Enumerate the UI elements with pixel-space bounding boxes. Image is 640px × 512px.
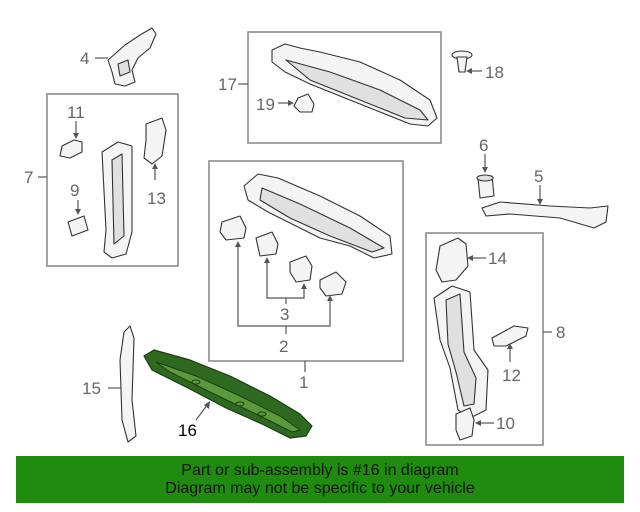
callout-16: 16 <box>178 421 197 440</box>
callout-19: 19 <box>256 95 275 114</box>
part-6-stop[interactable] <box>476 174 495 199</box>
callout-8: 8 <box>556 323 565 342</box>
callout-5: 5 <box>534 167 543 186</box>
part-3-bracket-c[interactable] <box>319 271 347 297</box>
callout-12: 12 <box>502 366 521 385</box>
part-3-bracket-a[interactable] <box>255 231 279 257</box>
part-10-bracket[interactable] <box>455 407 475 441</box>
callout-17: 17 <box>218 75 237 94</box>
part-16-lower-support-highlighted[interactable] <box>143 349 313 439</box>
part-11-bracket[interactable] <box>59 139 83 159</box>
part-14-bracket[interactable] <box>435 237 469 283</box>
callout-1: 1 <box>299 373 308 392</box>
callout-2: 2 <box>279 337 288 356</box>
parts-diagram: 4 17 19 18 11 13 7 9 <box>24 27 609 446</box>
part-1-upper-support[interactable] <box>243 173 393 259</box>
callout-11: 11 <box>67 103 85 122</box>
part-13-bracket[interactable] <box>143 117 167 165</box>
callout-3: 3 <box>280 305 289 324</box>
callout-15: 15 <box>82 379 101 398</box>
part-3-bracket-b[interactable] <box>289 255 313 283</box>
part-9-pad[interactable] <box>67 215 89 237</box>
part-18-push-pin[interactable] <box>451 50 473 73</box>
highlight-banner: Part or sub-assembly is #16 in diagram D… <box>16 456 624 503</box>
callout-18: 18 <box>485 63 504 82</box>
part-4-bracket[interactable] <box>107 27 157 87</box>
part-5-lock-support[interactable] <box>481 201 609 229</box>
callout-9: 9 <box>70 181 79 200</box>
part-15-brace[interactable] <box>119 325 137 443</box>
callout-13: 13 <box>147 189 166 208</box>
banner-line-2: Diagram may not be specific to your vehi… <box>165 479 475 497</box>
callout-6: 6 <box>479 136 488 155</box>
callout-7: 7 <box>24 168 33 187</box>
part-17-cover[interactable] <box>271 43 438 127</box>
part-7-support[interactable] <box>101 141 133 259</box>
callout-10: 10 <box>496 414 515 433</box>
callout-4: 4 <box>80 49 89 68</box>
part-2-bracket[interactable] <box>219 215 247 241</box>
part-8-side-support[interactable] <box>433 285 489 419</box>
part-19-clip[interactable] <box>293 93 315 113</box>
banner-line-1: Part or sub-assembly is #16 in diagram <box>181 461 459 479</box>
part-12-bracket[interactable] <box>491 325 529 347</box>
callout-14: 14 <box>488 249 507 268</box>
